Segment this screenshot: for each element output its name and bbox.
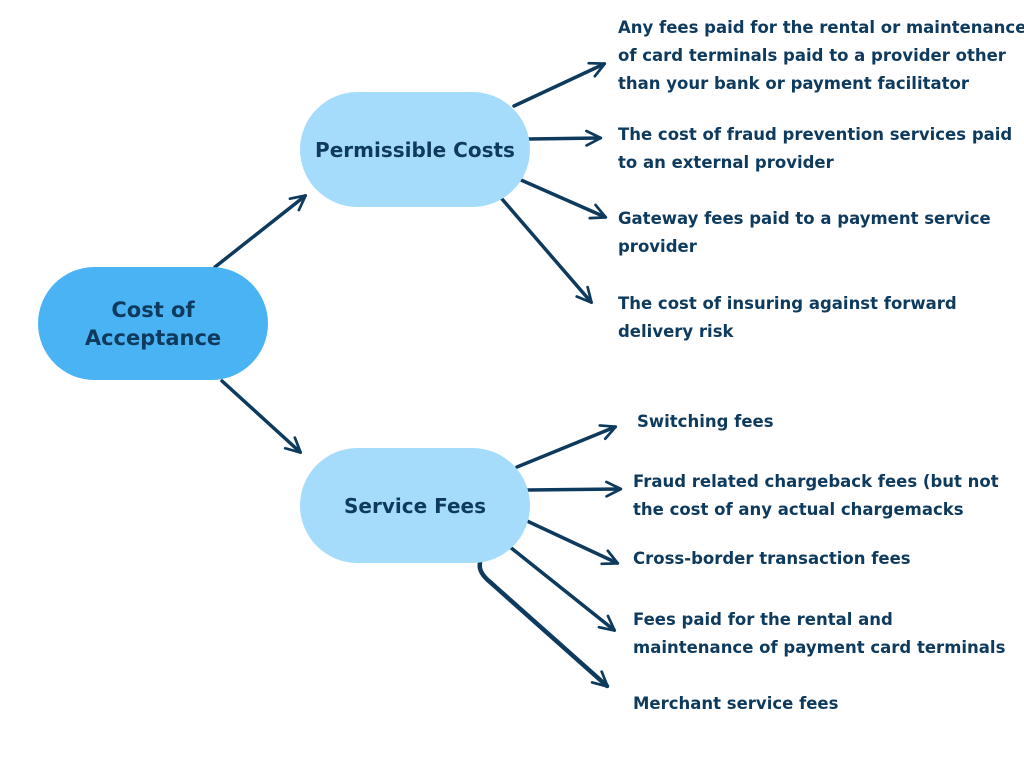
leaf-line: of card terminals paid to a provider oth… — [618, 46, 1006, 65]
leaf-service-merchant-service-fees: Merchant service fees — [633, 690, 838, 718]
branch-label: Service Fees — [344, 493, 486, 518]
leaf-service-cross-border-fees: Cross-border transaction fees — [633, 545, 911, 573]
leaf-line: Gateway fees paid to a payment service — [618, 209, 991, 228]
leaf-line: delivery risk — [618, 322, 734, 341]
leaf-line: than your bank or payment facilitator — [618, 74, 970, 93]
leaf-service-terminal-rental-fees: Fees paid for the rental and maintenance… — [633, 606, 1005, 662]
root-label-line1: Cost of — [111, 297, 195, 322]
branch-node-service-fees: Service Fees — [300, 448, 530, 563]
arrow-service-4 — [508, 545, 617, 632]
leaf-line: Any fees paid for the rental or maintena… — [618, 18, 1024, 37]
arrow-root-to-permissible — [213, 194, 308, 269]
leaf-permissible-fraud-prevention: The cost of fraud prevention services pa… — [618, 121, 1012, 177]
leaf-service-switching-fees: Switching fees — [637, 408, 774, 436]
leaf-service-chargeback-fees: Fraud related chargeback fees (but not t… — [633, 468, 999, 524]
leaf-line: Merchant service fees — [633, 694, 839, 713]
arrow-service-3 — [525, 519, 620, 566]
leaf-line: to an external provider — [618, 153, 834, 172]
root-label-line2: Acceptance — [84, 325, 222, 350]
leaf-line: provider — [618, 237, 697, 256]
branch-node-permissible-costs: Permissible Costs — [300, 92, 530, 207]
arrow-service-5 — [477, 560, 610, 689]
leaf-line: The cost of insuring against forward — [618, 294, 957, 313]
leaf-line: Switching fees — [637, 412, 774, 431]
arrow-permissible-1 — [512, 61, 607, 108]
arrow-permissible-3 — [519, 178, 608, 220]
arrow-service-1 — [515, 424, 618, 469]
branch-label: Permissible Costs — [315, 137, 515, 162]
root-node-cost-of-acceptance: Cost of Acceptance — [38, 267, 268, 380]
leaf-permissible-gateway-fees: Gateway fees paid to a payment service p… — [618, 205, 991, 261]
leaf-line: Fees paid for the rental and — [633, 610, 893, 629]
leaf-line: Cross-border transaction fees — [633, 549, 911, 568]
arrow-root-to-service — [220, 379, 303, 454]
arrow-service-2 — [526, 480, 623, 498]
leaf-line: Fraud related chargeback fees (but not — [633, 472, 999, 491]
leaf-line: the cost of any actual chargemacks — [633, 500, 964, 519]
leaf-permissible-forward-delivery-risk: The cost of insuring against forward del… — [618, 290, 957, 346]
leaf-line: The cost of fraud prevention services pa… — [618, 125, 1013, 144]
leaf-line: maintenance of payment card terminals — [633, 638, 1006, 657]
leaf-permissible-card-terminal-fees: Any fees paid for the rental or maintena… — [618, 14, 1024, 98]
arrow-permissible-2 — [527, 129, 603, 147]
arrow-permissible-4 — [500, 197, 593, 305]
